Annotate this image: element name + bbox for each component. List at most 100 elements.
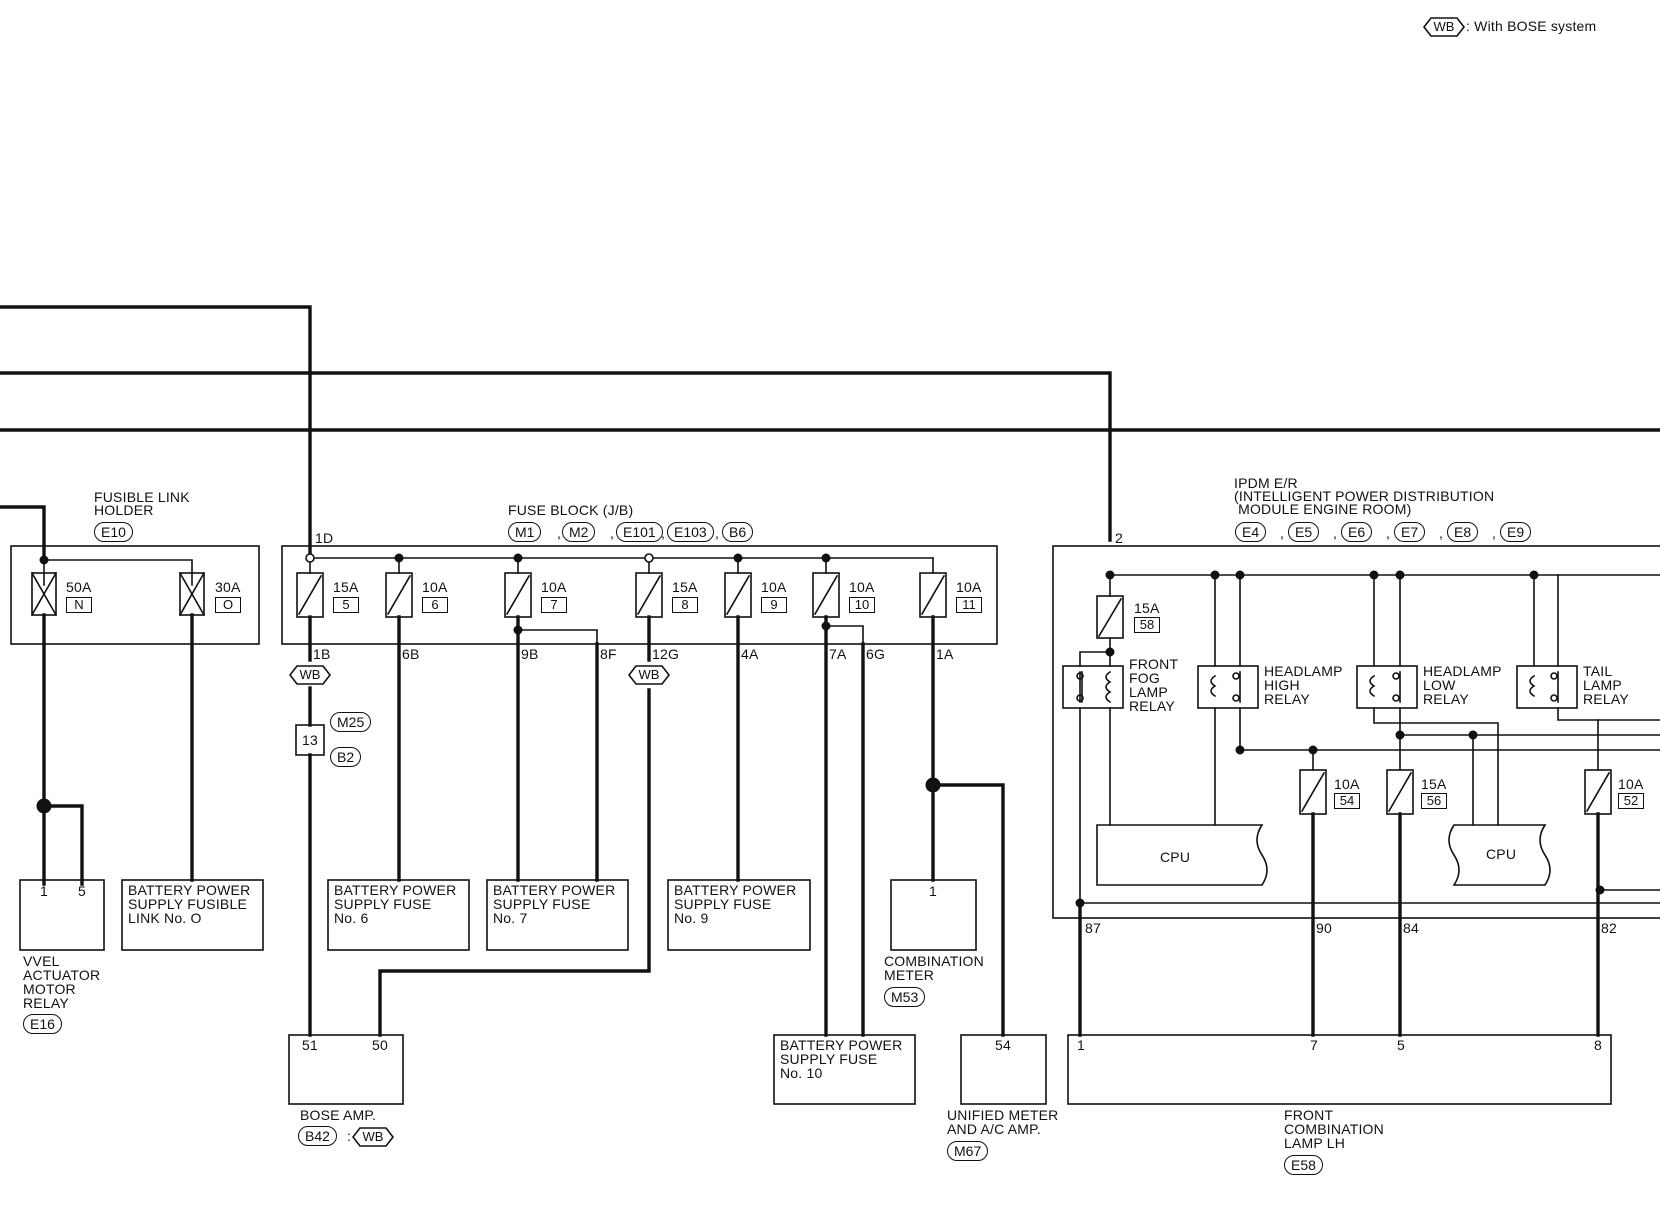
terminal-label: 9B bbox=[521, 646, 539, 662]
relay-label: RELAY bbox=[1264, 691, 1310, 707]
fuse-id: 58 bbox=[1134, 617, 1160, 633]
relay-label: LAMP bbox=[1129, 684, 1168, 700]
terminal-label: 87 bbox=[1085, 920, 1101, 936]
relay-label: HEADLAMP bbox=[1423, 663, 1502, 679]
component-label: VVEL bbox=[23, 953, 60, 969]
component-label: UNIFIED METER bbox=[947, 1107, 1059, 1123]
connector-badge: E7 bbox=[1394, 522, 1426, 542]
terminal-label: 6B bbox=[402, 646, 420, 662]
fuse-id: 9 bbox=[761, 597, 787, 613]
fusible-link-holder-title: FUSIBLE LINK bbox=[94, 489, 190, 505]
component-label: SUPPLY FUSE bbox=[780, 1051, 878, 1067]
connector-badge: B2 bbox=[330, 747, 362, 767]
separator: , bbox=[1333, 525, 1337, 541]
component-label: AND A/C AMP. bbox=[947, 1121, 1041, 1137]
separator: , bbox=[715, 525, 719, 541]
component-label: BATTERY POWER bbox=[780, 1037, 903, 1053]
terminal-label: 7A bbox=[829, 646, 847, 662]
component-label: SUPPLY FUSE bbox=[334, 896, 432, 912]
terminal-label: 8F bbox=[600, 646, 617, 662]
component-label: BATTERY POWER bbox=[334, 882, 457, 898]
wire-bus-top bbox=[0, 305, 312, 557]
relay-label: RELAY bbox=[1129, 698, 1175, 714]
connector-badge: E58 bbox=[1284, 1155, 1323, 1175]
separator: : bbox=[347, 1128, 351, 1144]
wb-code-badge: WB bbox=[352, 1127, 394, 1147]
pin-label: 50 bbox=[372, 1037, 388, 1053]
fuse-amp: 15A bbox=[672, 579, 698, 595]
separator: , bbox=[1492, 525, 1496, 541]
fusible-link-holder-box bbox=[10, 545, 260, 645]
terminal-label: 12G bbox=[652, 646, 680, 662]
fuse-amp: 15A bbox=[1134, 600, 1160, 616]
fusible-link-holder-title-2: HOLDER bbox=[94, 502, 154, 518]
separator: , bbox=[557, 525, 561, 541]
terminal-label: 6G bbox=[866, 646, 886, 662]
pin-label: 51 bbox=[302, 1037, 318, 1053]
separator: , bbox=[661, 525, 665, 541]
component-label: BATTERY POWER bbox=[493, 882, 616, 898]
fuse-amp: 10A bbox=[1618, 776, 1644, 792]
component-label: LAMP LH bbox=[1284, 1135, 1346, 1151]
ipdm-title-2: (INTELLIGENT POWER DISTRIBUTION bbox=[1234, 488, 1495, 504]
connector-badge: E101 bbox=[616, 522, 663, 542]
connector-badge: E5 bbox=[1288, 522, 1320, 542]
fuse-id: 52 bbox=[1618, 793, 1644, 809]
component-label: No. 7 bbox=[493, 910, 528, 926]
legend-text: : With BOSE system bbox=[1466, 18, 1597, 34]
connector-badge: M2 bbox=[562, 522, 596, 542]
connector-badge: E9 bbox=[1500, 522, 1532, 542]
terminal-label: 1B bbox=[313, 646, 331, 662]
component-label: No. 9 bbox=[674, 910, 709, 926]
component-label: LINK No. O bbox=[128, 910, 202, 926]
fuse-block-box bbox=[281, 545, 998, 645]
component-label: No. 6 bbox=[334, 910, 369, 926]
legend-wb-code: WB bbox=[1423, 17, 1465, 37]
connector-badge: E103 bbox=[667, 522, 714, 542]
bose-splice-box bbox=[295, 724, 325, 756]
connector-badge: E4 bbox=[1235, 522, 1267, 542]
wire-bus-mid bbox=[0, 371, 1112, 542]
component-label: METER bbox=[884, 967, 934, 983]
component-label: FRONT bbox=[1284, 1107, 1334, 1123]
connector-badge: M25 bbox=[330, 712, 372, 732]
fuse-id: 10 bbox=[849, 597, 875, 613]
relay-label: RELAY bbox=[1423, 691, 1469, 707]
connector-badge: E8 bbox=[1447, 522, 1479, 542]
fuse-id: O bbox=[215, 597, 241, 613]
wire-flh-in bbox=[0, 505, 46, 562]
component-label: No. 10 bbox=[780, 1065, 823, 1081]
terminal-label: 84 bbox=[1403, 920, 1419, 936]
fuse-amp: 10A bbox=[1334, 776, 1360, 792]
separator: , bbox=[1280, 525, 1284, 541]
component-label: SUPPLY FUSE bbox=[674, 896, 772, 912]
pin-label: 1 bbox=[40, 883, 48, 899]
terminal-label: 1D bbox=[315, 530, 334, 546]
fuse-id: N bbox=[66, 597, 92, 613]
connector-badge: B42 bbox=[298, 1126, 337, 1146]
separator: , bbox=[1386, 525, 1390, 541]
connector-badge: E10 bbox=[94, 522, 133, 542]
ipdm-title-3: MODULE ENGINE ROOM) bbox=[1234, 501, 1412, 517]
cpu-label: CPU bbox=[1486, 846, 1517, 862]
relay-label: LOW bbox=[1423, 677, 1456, 693]
pin-label: 8 bbox=[1594, 1037, 1602, 1053]
fuse-amp: 15A bbox=[1421, 776, 1447, 792]
connector-badge: M1 bbox=[508, 522, 542, 542]
terminal-label: 90 bbox=[1316, 920, 1332, 936]
component-label: BOSE AMP. bbox=[300, 1107, 377, 1123]
component-label: BATTERY POWER bbox=[128, 882, 251, 898]
pin-label: 7 bbox=[1310, 1037, 1318, 1053]
ipdm-box bbox=[1052, 545, 1660, 919]
component-label: ACTUATOR bbox=[23, 967, 101, 983]
fuse-amp: 10A bbox=[849, 579, 875, 595]
relay-label: HEADLAMP bbox=[1264, 663, 1343, 679]
fuse-amp: 10A bbox=[541, 579, 567, 595]
fuse-amp: 30A bbox=[215, 579, 241, 595]
fuse-amp: 10A bbox=[956, 579, 982, 595]
connector-badge: M53 bbox=[884, 987, 926, 1007]
pin-label: 54 bbox=[995, 1037, 1011, 1053]
component-label: SUPPLY FUSE bbox=[493, 896, 591, 912]
component-label: COMBINATION bbox=[884, 953, 984, 969]
